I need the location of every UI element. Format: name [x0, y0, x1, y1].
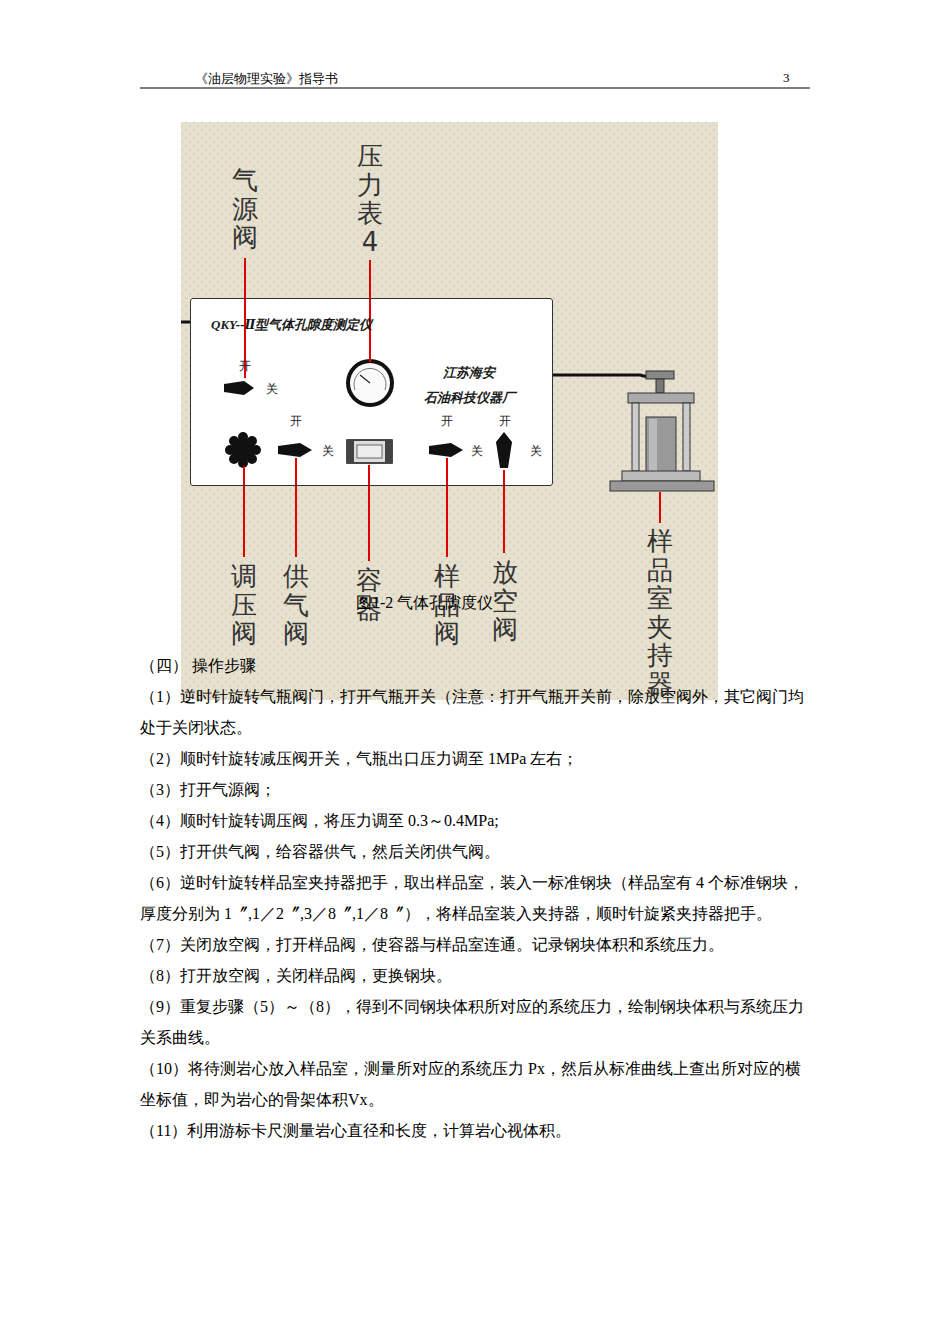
header-rule — [140, 87, 810, 88]
callout-label: 压力表4 — [357, 142, 383, 256]
instruction-text: （四） 操作步骤（1）逆时针旋转气瓶阀门，打开气瓶开关（注意：打开气瓶开关前，除… — [140, 650, 810, 1146]
switch-mark: 关 — [266, 381, 278, 398]
supply-valve — [278, 443, 312, 457]
regulating-knob — [225, 432, 261, 468]
step-paragraph: （2）顺时针旋转减压阀开关，气瓶出口压力调至 1MPa 左右； — [140, 743, 810, 774]
callout-label: 气源阀 — [232, 166, 258, 252]
callout-label: 放空阀 — [492, 558, 518, 644]
step-paragraph: （10）将待测岩心放入样品室，测量所对应的系统压力 Px，然后从标准曲线上查出所… — [140, 1053, 810, 1115]
page-header: 《油层物理实验》指导书 — [195, 70, 338, 88]
callout-label: 调压阀 — [231, 562, 257, 648]
sample-valve — [429, 443, 463, 457]
sample-pipe — [553, 375, 648, 377]
figure-background — [181, 122, 718, 700]
vent-valve — [496, 432, 512, 468]
switch-mark: 关 — [322, 443, 334, 460]
step-paragraph: （7）关闭放空阀，打开样品阀，使容器与样品室连通。记录钢块体积和系统压力。 — [140, 929, 810, 960]
step-paragraph: （6）逆时针旋转样品室夹持器把手，取出样品室，装入一标准钢块（样品室有 4 个标… — [140, 867, 810, 929]
figure-caption: 图1-2 气体孔隙度仪 — [356, 593, 493, 614]
switch-mark: 开 — [239, 358, 251, 375]
step-paragraph: （4）顺时针旋转调压阀，将压力调至 0.3～0.4MPa; — [140, 805, 810, 836]
callout-label: 供气阀 — [283, 562, 309, 648]
pressure-gauge — [346, 359, 394, 407]
gas-source-valve — [224, 381, 254, 395]
switch-mark: 关 — [471, 443, 483, 460]
callout-label: 样品室夹持器 — [647, 527, 673, 699]
switch-mark: 开 — [441, 413, 453, 430]
inlet-pipe — [181, 321, 190, 324]
page-header: 3 — [783, 70, 790, 86]
instrument-panel: QKY--Ⅱ型气体孔隙度测定仪江苏海安 石油科技仪器厂 — [190, 298, 553, 486]
container — [347, 440, 392, 463]
switch-mark: 开 — [499, 413, 511, 430]
step-paragraph: （8）打开放空阀，关闭样品阀，更换钢块。 — [140, 960, 810, 991]
switch-mark: 开 — [290, 413, 302, 430]
step-paragraph: （5）打开供气阀，给容器供气，然后关闭供气阀。 — [140, 836, 810, 867]
maker-name: 江苏海安 石油科技仪器厂 — [413, 361, 525, 410]
panel-face — [190, 298, 553, 486]
step-paragraph: （3）打开气源阀； — [140, 774, 810, 805]
step-paragraph: （9）重复步骤（5）～（8），得到不同钢块体积所对应的系统压力，绘制钢块体积与系… — [140, 991, 810, 1053]
step-paragraph: （11）利用游标卡尺测量岩心直径和长度，计算岩心视体积。 — [140, 1115, 810, 1146]
step-paragraph: （1）逆时针旋转气瓶阀门，打开气瓶开关（注意：打开气瓶开关前，除放空阀外，其它阀… — [140, 681, 810, 743]
leader-lines — [244, 258, 660, 561]
switch-mark: 关 — [530, 443, 542, 460]
sample-holder — [610, 371, 714, 491]
panel-title: QKY--Ⅱ型气体孔隙度测定仪 — [211, 316, 372, 334]
section-heading: （四） 操作步骤 — [140, 650, 810, 681]
